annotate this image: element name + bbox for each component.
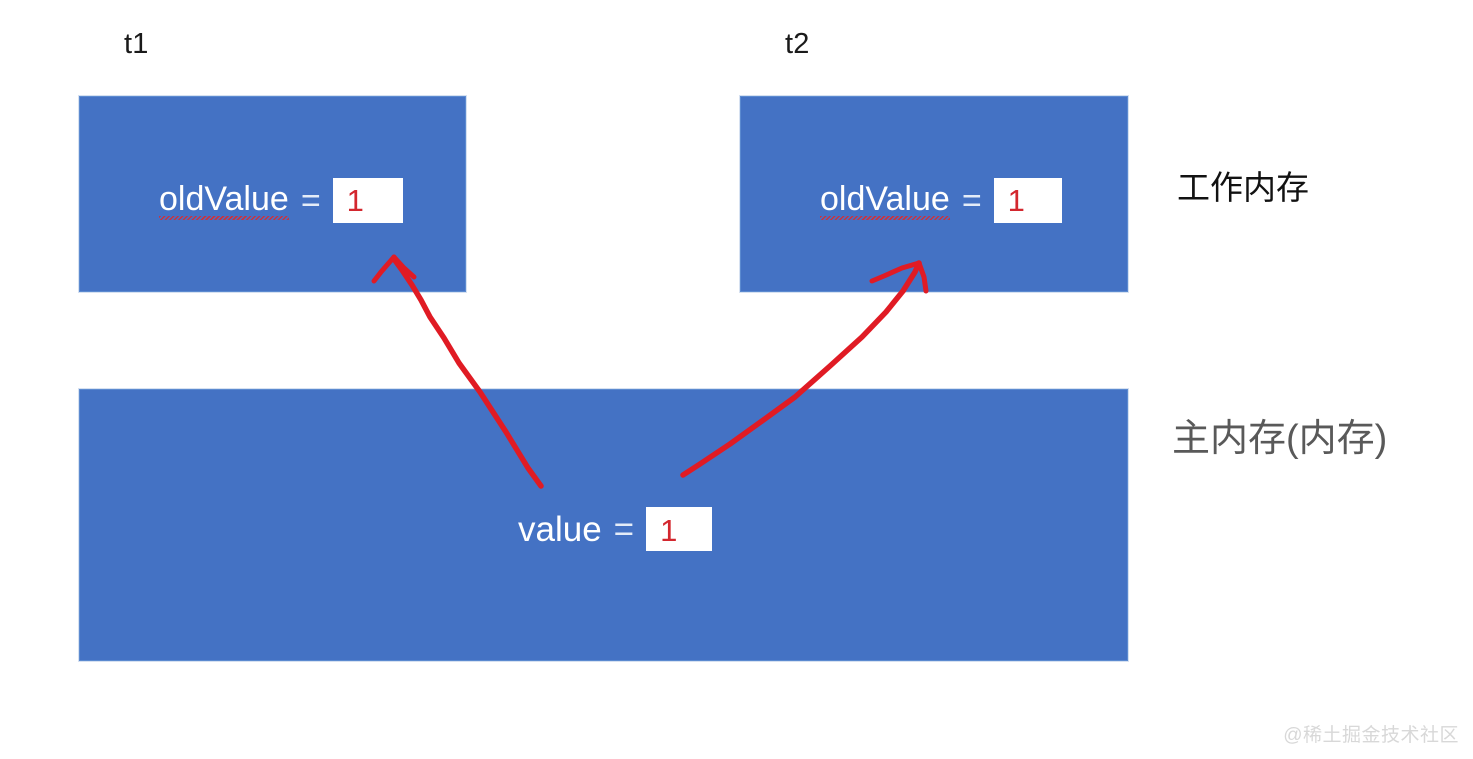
- thread2-equals-sign: =: [961, 181, 982, 220]
- thread1-equals-sign: =: [300, 181, 321, 220]
- thread1-variable-expression: oldValue = 1: [159, 178, 403, 223]
- thread1-variable-name: oldValue: [159, 179, 289, 220]
- side-label-working-memory: 工作内存: [1177, 169, 1309, 206]
- thread2-variable-expression: oldValue = 1: [820, 178, 1062, 223]
- time-step-label-t1: t1: [124, 28, 149, 60]
- main-memory-equals-sign: =: [613, 509, 635, 549]
- main-memory-value-box: 1: [646, 507, 713, 551]
- time-step-label-t2: t2: [785, 28, 810, 60]
- thread2-variable-name: oldValue: [820, 179, 950, 220]
- side-label-main-memory: 主内存(内存): [1172, 418, 1388, 460]
- main-memory-variable-expression: value = 1: [518, 507, 713, 551]
- main-memory-block: [79, 389, 1128, 661]
- watermark: @稀土掘金技术社区: [1283, 725, 1459, 746]
- thread1-value-box: 1: [332, 178, 403, 223]
- thread2-value-box: 1: [993, 178, 1062, 223]
- main-memory-variable-name: value: [518, 509, 602, 549]
- thread2-working-memory-block: [740, 96, 1128, 292]
